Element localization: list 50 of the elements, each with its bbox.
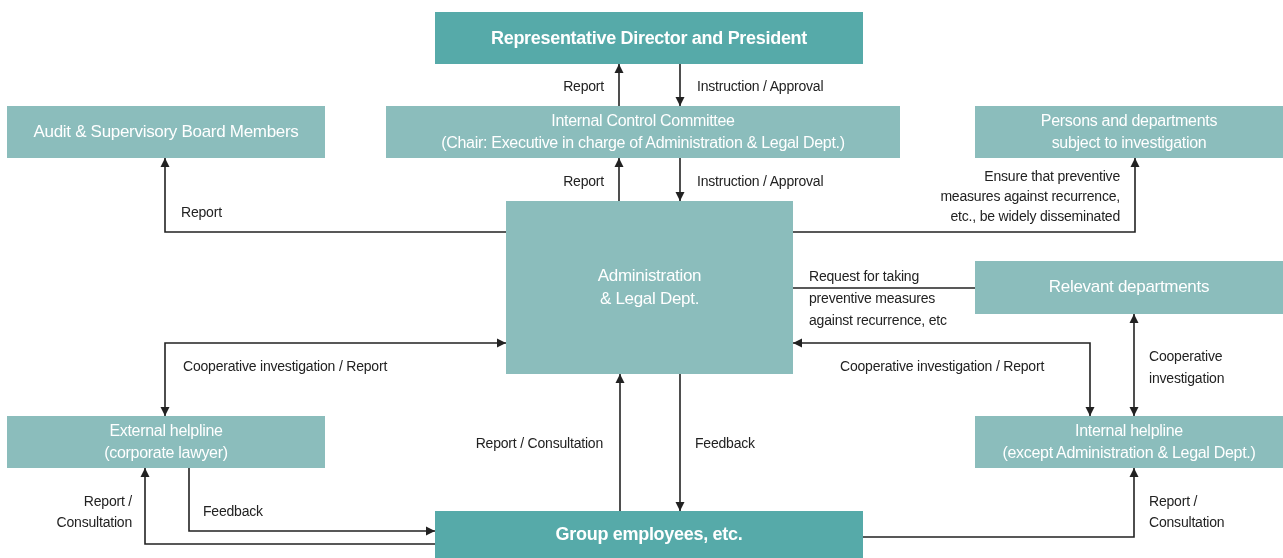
arrow — [160, 338, 507, 417]
arrow — [1129, 313, 1139, 417]
arrow — [675, 63, 685, 107]
process-box — [506, 201, 793, 374]
node-text: (except Administration & Legal Dept.) — [1002, 443, 1256, 463]
node-text: Audit & Supervisory Board Members — [33, 120, 299, 143]
node-text: Group employees, etc. — [555, 523, 743, 547]
edge-label: Report — [562, 77, 604, 95]
arrow — [614, 63, 624, 107]
node-text: Internal helpline — [1075, 421, 1183, 442]
node-text: (corporate lawyer) — [104, 443, 228, 463]
edge-label: Report — [562, 172, 604, 190]
node-text: (Chair: Executive in charge of Administration & Legal Dept.) — [441, 133, 845, 153]
edge-label: Report / Consultation — [1149, 492, 1226, 532]
edge-label: Cooperative investigation — [1149, 347, 1226, 388]
process-box — [435, 12, 863, 64]
edge-label: Feedback — [695, 434, 756, 452]
node-text: External helpline — [109, 421, 223, 442]
process-box — [975, 416, 1283, 468]
process-box — [435, 511, 863, 558]
process-box — [975, 106, 1283, 158]
arrow — [615, 373, 625, 512]
edge-label: Report — [181, 203, 223, 221]
arrow — [675, 373, 685, 512]
arrow — [140, 467, 436, 545]
edge-label: Cooperative investigation / Report — [840, 357, 1046, 375]
arrow — [160, 157, 507, 233]
process-box — [975, 261, 1283, 314]
edge-label: Report / Consultation — [55, 492, 132, 532]
process-box — [386, 106, 900, 158]
arrow — [188, 467, 436, 536]
edge-label: Cooperative investigation / Report — [183, 357, 389, 375]
edge-label: Instruction / Approval — [697, 77, 825, 95]
node-text: Internal Control Committee — [551, 111, 735, 132]
node-text: Administration & Legal Dept. — [596, 264, 703, 310]
edge-label: Report / Consultation — [474, 434, 603, 452]
node-text: Persons and departments subject to investigation — [1039, 111, 1219, 153]
edge-label: Ensure that preventive measures against recurrence, etc., be widely disseminated — [939, 167, 1120, 226]
arrow — [792, 338, 1095, 417]
arrow — [675, 157, 685, 202]
arrow — [792, 157, 1140, 233]
arrow — [614, 157, 624, 202]
process-box — [7, 416, 325, 468]
edge-label: Instruction / Approval — [697, 172, 825, 190]
process-box — [7, 106, 325, 158]
arrow — [862, 467, 1139, 538]
node-text: Representative Director and President — [491, 26, 807, 50]
edge-label: Request for taking preventive measures against recurrence, etc — [809, 267, 948, 330]
edge-label: Feedback — [203, 502, 264, 520]
node-text: Relevant departments — [1048, 276, 1210, 299]
